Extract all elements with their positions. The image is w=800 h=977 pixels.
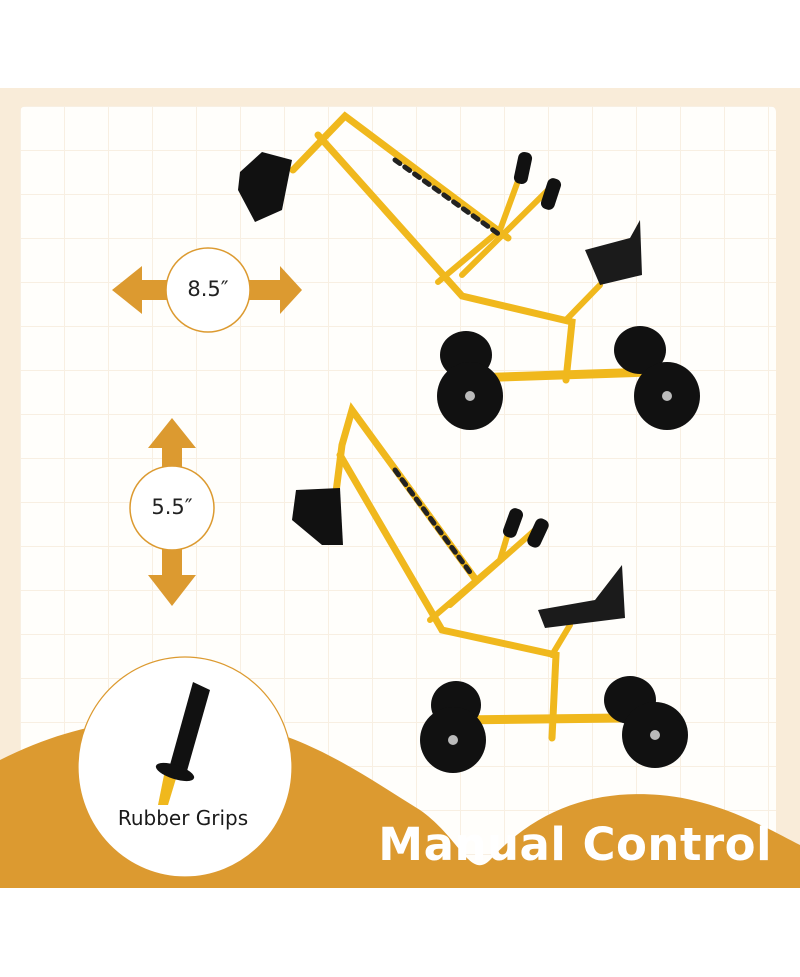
rubber-grips-label: Rubber Grips xyxy=(117,806,249,830)
height-dimension-label: 5.5″ xyxy=(151,495,193,519)
excavator-extended xyxy=(289,111,655,384)
excavator-retracted xyxy=(331,402,625,742)
width-dimension-label: 8.5″ xyxy=(187,277,229,301)
page-title: Manual Control xyxy=(378,818,772,871)
wheels-2 xyxy=(420,676,688,773)
wheels-1 xyxy=(437,326,700,430)
rubber-grip-image xyxy=(155,682,210,805)
